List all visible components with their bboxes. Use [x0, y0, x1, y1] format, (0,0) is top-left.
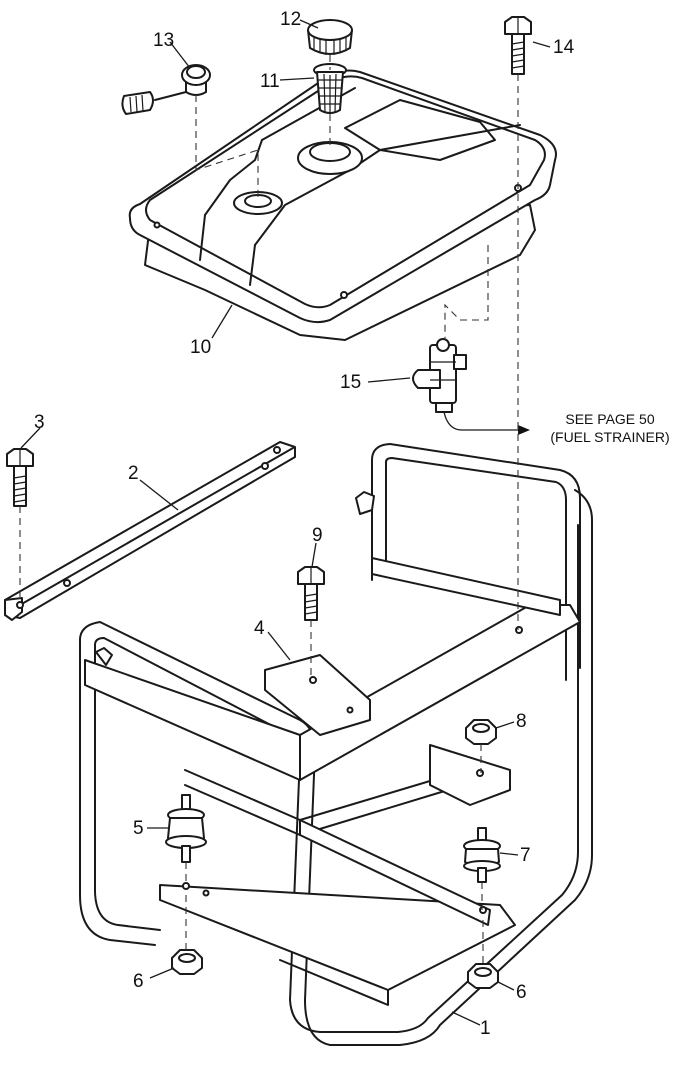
note-fuel-strainer: (FUEL STRAINER) — [550, 429, 669, 445]
callout-5: 5 — [133, 818, 144, 839]
frame — [79, 443, 593, 1046]
callout-15: 15 — [340, 372, 361, 393]
callout-4: 4 — [254, 618, 265, 639]
callout-2: 2 — [128, 463, 139, 484]
nut-8 — [465, 719, 497, 745]
callout-1: 1 — [480, 1018, 491, 1039]
callout-14: 14 — [553, 37, 575, 58]
fuel-gauge — [121, 64, 211, 115]
callout-3: 3 — [34, 412, 45, 433]
callout-12: 12 — [280, 9, 301, 30]
note-see-page: SEE PAGE 50 — [565, 411, 654, 427]
alignment-lines — [19, 55, 519, 964]
callout-9: 9 — [312, 525, 323, 546]
callout-11: 11 — [260, 71, 280, 92]
callout-6-left: 6 — [133, 971, 144, 992]
rubber-mount-5 — [165, 794, 207, 863]
leader-lines — [20, 19, 551, 1026]
callout-8: 8 — [516, 711, 527, 732]
fuel-valve — [412, 338, 467, 413]
callout-6-right: 6 — [516, 982, 527, 1003]
bolt-14 — [504, 16, 532, 75]
callout-7: 7 — [520, 845, 531, 866]
fuel-strainer-basket — [313, 63, 347, 114]
fuel-tank — [128, 69, 557, 341]
callout-10: 10 — [190, 337, 211, 358]
fuel-cap — [307, 19, 353, 55]
callout-13: 13 — [153, 30, 174, 51]
bolt-9 — [297, 566, 325, 621]
bolt-3 — [6, 448, 34, 507]
brace-bar — [4, 441, 296, 621]
nut-6-right — [467, 963, 499, 989]
rubber-mount-7 — [463, 827, 501, 883]
nut-6-left — [171, 949, 203, 975]
